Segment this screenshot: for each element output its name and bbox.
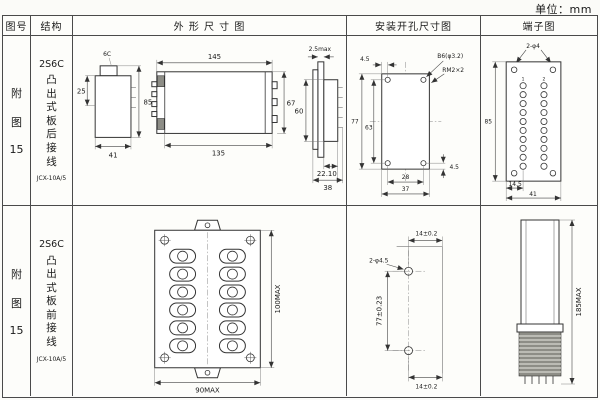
structure-char: 板 xyxy=(46,114,57,127)
row2-structure: 2S6C 凸 出 式 板 前 接 线 JCX-10A/5 xyxy=(31,206,73,396)
structure-char: 线 xyxy=(46,155,57,168)
dim-2-5max: 2.5max xyxy=(309,46,332,53)
structure-char: 接 xyxy=(46,322,57,335)
dim-90max: 90MAX xyxy=(195,387,220,395)
structure-char: 凸 xyxy=(46,74,57,87)
panel-section-view: 2.5max 60 xyxy=(295,46,343,192)
dim-22-10: 22.10 xyxy=(317,170,337,178)
dim-85: 85 xyxy=(143,99,152,107)
dim-width: 41 xyxy=(529,191,537,198)
row2-outline-svg: 100MAX 90MAX xyxy=(154,219,282,395)
structure-char: 式 xyxy=(46,281,57,294)
dim-height-inner: 63 xyxy=(365,124,373,131)
row1-install-cell: 4.5 B6(φ3.2) RM2×2 77 63 28 xyxy=(347,36,481,206)
terminal-block-view: 2-φ4 1 2 xyxy=(485,43,562,202)
mounting-holes-drawing: 14±0.2 2-φ4.5 77±0.23 14±0.2 xyxy=(369,230,443,390)
dim-width-outer: 37 xyxy=(402,186,410,193)
socket-front-view: 100MAX 90MAX xyxy=(154,219,282,395)
label-hole-spec: 2-φ4.5 xyxy=(369,257,389,264)
dim-edge-top: 4.5 xyxy=(360,56,370,63)
row1-terminal-svg: 2-φ4 1 2 xyxy=(485,43,562,202)
structure-char: 式 xyxy=(46,101,57,114)
row2-fig-no: 附 图 15 xyxy=(3,206,31,396)
dim-height-outer: 77 xyxy=(351,118,359,125)
dim-height: 85 xyxy=(485,118,493,125)
dim-offset-top: 14±0.2 xyxy=(415,230,437,237)
row2-install-cell: 14±0.2 2-φ4.5 77±0.23 14±0.2 xyxy=(347,206,481,396)
fig-char: 15 xyxy=(9,323,24,337)
structure-char: 线 xyxy=(46,336,57,349)
col-label-1: 1 xyxy=(522,77,525,83)
row2-install-svg: 14±0.2 2-φ4.5 77±0.23 14±0.2 xyxy=(369,230,443,390)
panel-cutout-drawing: 4.5 B6(φ3.2) RM2×2 77 63 28 xyxy=(351,53,464,197)
dim-41: 41 xyxy=(109,151,118,159)
row1-outline-cell: 6C 25 85 xyxy=(73,36,347,206)
unit-label: 单位：mm xyxy=(535,3,592,16)
header-install: 安装开孔尺寸图 xyxy=(347,16,481,36)
relay-front-view: 145 135 xyxy=(151,53,296,157)
structure-char: 前 xyxy=(46,308,57,321)
fig-char: 附 xyxy=(11,87,22,100)
fig-char: 图 xyxy=(11,116,22,129)
structure-char: 出 xyxy=(46,268,57,281)
dim-25: 25 xyxy=(77,88,86,96)
row1-terminal-cell: 2-φ4 1 2 xyxy=(481,36,597,206)
dim-edge-right: 4.5 xyxy=(449,164,459,171)
spec-table: 图号 结构 外 形 尺 寸 图 安装开孔尺寸图 端子图 附 图 15 2S6C … xyxy=(2,15,598,398)
label-hole-spec: 2-φ4 xyxy=(526,43,540,50)
product-label: JCX-10A/5 xyxy=(36,175,67,183)
row1-fig-no: 附 图 15 xyxy=(3,36,31,206)
row2-terminal-cell: 185MAX xyxy=(481,206,597,396)
structure-char: 出 xyxy=(46,87,57,100)
row2-terminal-svg: 185MAX xyxy=(516,219,583,385)
dim-145: 145 xyxy=(208,53,221,61)
dim-pitch: 14.5 xyxy=(509,181,522,188)
row1-structure: 2S6C 凸 出 式 板 后 接 线 JCX-10A/5 xyxy=(31,36,73,206)
header-terminal: 端子图 xyxy=(481,16,597,36)
product-label: JCX-10A/5 xyxy=(36,355,67,363)
header-structure: 结构 xyxy=(31,16,73,36)
dim-spacing: 77±0.23 xyxy=(376,296,384,326)
label-hole-spec: B6(φ3.2) xyxy=(437,53,463,60)
fig-char: 附 xyxy=(11,267,22,281)
row2-outline-cell: 100MAX 90MAX xyxy=(73,206,347,396)
row1-outline-svg: 6C 25 85 xyxy=(77,46,343,192)
relay-side-profile: 6C 25 85 xyxy=(77,51,152,159)
header-fig-no: 图号 xyxy=(3,16,31,36)
structure-char: 后 xyxy=(46,128,57,141)
row1-install-svg: 4.5 B6(φ3.2) RM2×2 77 63 28 xyxy=(351,53,464,197)
dim-135: 135 xyxy=(212,149,225,157)
label-screw-spec: RM2×2 xyxy=(442,67,464,74)
model-label: 2S6C xyxy=(39,58,64,70)
dim-38: 38 xyxy=(323,184,332,192)
dim-185max: 185MAX xyxy=(575,287,583,316)
col-label-2: 2 xyxy=(543,77,546,83)
structure-char: 板 xyxy=(46,295,57,308)
structure-char: 凸 xyxy=(46,254,57,267)
dim-100max: 100MAX xyxy=(274,284,282,313)
header-outline: 外 形 尺 寸 图 xyxy=(73,16,347,36)
model-label: 2S6C xyxy=(39,239,64,251)
dim-67: 67 xyxy=(287,100,296,108)
fig-char: 15 xyxy=(9,143,24,156)
relay-side-elevation: 185MAX xyxy=(516,219,583,385)
label-6c: 6C xyxy=(103,51,111,58)
dim-60: 60 xyxy=(295,108,304,116)
structure-char: 接 xyxy=(46,141,57,154)
fig-char: 图 xyxy=(11,296,22,310)
dim-width-inner: 28 xyxy=(402,174,410,181)
dim-offset-bottom: 14±0.2 xyxy=(415,383,437,390)
